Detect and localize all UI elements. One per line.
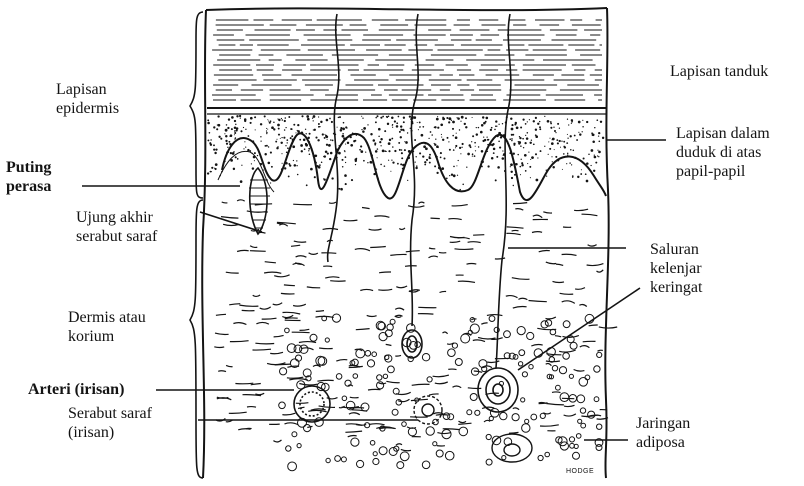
- label-saluran-line2: kelenjar: [650, 259, 702, 278]
- dermis-connective-strokes: [214, 200, 617, 451]
- label-lapisan-tanduk: Lapisan tanduk: [670, 62, 768, 81]
- label-lapisan-epidermis: Lapisan epidermis: [56, 80, 119, 118]
- sweat-duct-2: [411, 14, 419, 326]
- label-jaringan-adiposa-line1: Jaringan: [636, 414, 690, 433]
- label-lapisan-dalam-line3: papil-papil: [676, 162, 770, 181]
- block-top-edge: [206, 8, 607, 10]
- label-dermis-line2: korium: [68, 327, 146, 346]
- label-lapisan-epidermis-line2: epidermis: [56, 99, 119, 118]
- label-saluran-line3: keringat: [650, 278, 702, 297]
- dermis-bracket: [190, 200, 203, 478]
- label-ujung-akhir-line1: Ujung akhir: [76, 208, 157, 227]
- label-serabut-saraf-irisan-line1: Serabut saraf: [68, 404, 152, 423]
- label-dermis-line1: Dermis atau: [68, 308, 146, 327]
- label-puting-perasa: Puting perasa: [6, 158, 51, 196]
- label-lapisan-tanduk-line1: Lapisan tanduk: [670, 62, 768, 81]
- epidermis-bracket: [190, 12, 203, 198]
- label-ujung-akhir-line2: serabut saraf: [76, 227, 157, 246]
- artist-signature: HODGE: [566, 462, 594, 481]
- label-jaringan-adiposa: Jaringan adiposa: [636, 414, 690, 452]
- block-left-edge: [202, 10, 206, 478]
- label-puting-perasa-line2: perasa: [6, 177, 51, 196]
- label-jaringan-adiposa-line2: adiposa: [636, 433, 690, 452]
- label-lapisan-dalam: Lapisan dalam duduk di atas papil-papil: [676, 124, 770, 181]
- sweat-duct-1: [328, 14, 339, 262]
- label-lapisan-dalam-line2: duduk di atas: [676, 143, 770, 162]
- block-right-edge: [605, 8, 608, 478]
- artery-cross-section: [294, 386, 330, 422]
- leader-kelenjar-gland: [518, 288, 640, 370]
- label-arteri-line1: Arteri (irisan): [28, 380, 124, 399]
- label-lapisan-epidermis-line1: Lapisan: [56, 80, 119, 99]
- sweat-gland-coil-small: [402, 330, 422, 358]
- label-dermis: Dermis atau korium: [68, 308, 146, 346]
- label-ujung-akhir: Ujung akhir serabut saraf: [76, 208, 157, 246]
- nerve-cross-section: [414, 396, 532, 462]
- label-serabut-saraf-irisan-line2: (irisan): [68, 423, 152, 442]
- label-arteri: Arteri (irisan): [28, 380, 124, 399]
- taste-bud-illustration: [249, 168, 270, 234]
- label-serabut-saraf-irisan: Serabut saraf (irisan): [68, 404, 152, 442]
- label-saluran-line1: Saluran: [650, 240, 702, 259]
- sweat-gland-coil-large: [478, 368, 518, 412]
- stratum-corneum-hatching: [212, 20, 602, 100]
- label-saluran: Saluran kelenjar keringat: [650, 240, 702, 297]
- label-lapisan-dalam-line1: Lapisan dalam: [676, 124, 770, 143]
- label-puting-perasa-line1: Puting: [6, 158, 51, 177]
